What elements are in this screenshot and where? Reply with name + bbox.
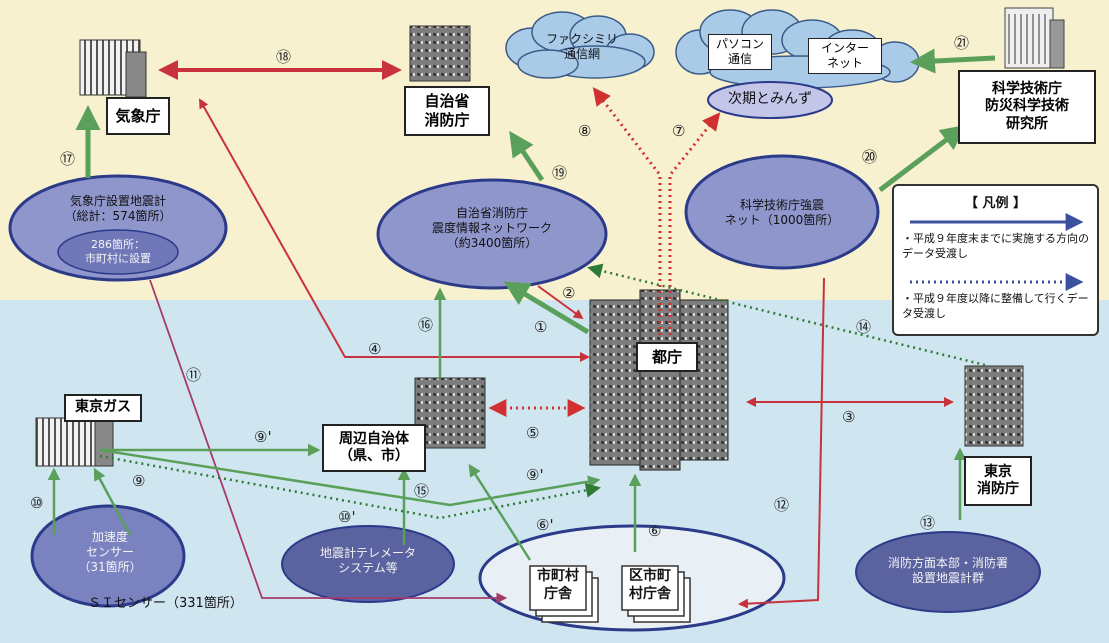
number-10-prime: ⑩' [338,508,356,526]
jiki-tomins-label: 次期とみんず [728,91,812,107]
kushichoson-label: 区市町 村庁舎 [629,568,671,602]
kishocho-box: 気象庁 [106,97,170,135]
building-icon [79,39,147,98]
cloud-icon [505,11,655,79]
accel-sensor-label: 加速度 センサー （31箇所） [78,530,142,574]
building-icon [35,417,114,467]
number-20: ⑳ [862,148,878,166]
number-9-prime-bottom: ⑨' [526,466,544,484]
number-1: ① [534,318,548,336]
kisho-sub-label: 286箇所： 市町村に設置 [85,238,151,265]
number-7: ⑦ [672,122,686,140]
building-icon [964,365,1024,447]
shichoson-label: 市町村 庁舎 [537,568,579,602]
shobo-sensors-label: 消防方面本部・消防署 設置地震計群 [887,556,1008,585]
number-14: ⑭ [856,318,872,336]
number-16: ⑯ [418,316,434,334]
number-11: ⑪ [186,366,202,384]
jichisho-box: 自治省 消防庁 [404,86,490,136]
legend-arrows [910,213,1084,291]
number-12: ⑫ [774,496,790,514]
internet-box: インター ネット [808,38,882,74]
tokyo-shobo-box: 東京 消防庁 [964,456,1032,506]
pasocon-box: パソコン 通信 [708,34,772,70]
skyscraper-icon [589,289,729,471]
number-19: ⑲ [552,164,568,182]
shuhen-box: 周辺自治体 （県、市） [322,424,426,472]
number-4: ④ [368,340,382,358]
legend-item-dotted: ・平成９年度以降に整備して行くデータ受渡し [902,292,1089,320]
document-stack-icon [529,565,691,623]
number-6: ⑥ [648,522,662,540]
kisho-seismometer-label: 気象庁設置地震計 （総計：574箇所） [64,194,172,223]
legend-item-solid: ・平成９年度末までに実施する方向のデータ受渡し [902,232,1089,260]
number-5: ⑤ [526,424,540,442]
number-15: ⑮ [414,482,430,500]
number-3: ③ [842,408,856,426]
telemeter-label: 地震計テレメータ システム等 [319,546,416,575]
si-sensor-label: ＳＩセンサー（331箇所） [88,596,243,611]
legend-title: 【 凡例 】 [964,196,1027,211]
number-10: ⑩ [30,494,44,512]
bousai-box: 科学技術庁 防災科学技術 研究所 [958,70,1096,144]
number-9: ⑨ [132,472,146,490]
tokyo-gas-box: 東京ガス [64,394,142,422]
fax-network-label: ファクシミリ 通信網 [545,32,618,61]
number-13: ⑬ [920,514,936,532]
jichi-network-label: 自治省消防庁 震度情報ネットワーク （約3400箇所） [431,206,552,250]
number-9-prime-top: ⑨' [254,428,272,446]
number-18: ⑱ [276,48,292,66]
building-icon [409,25,471,82]
number-6-prime: ⑥' [536,516,554,534]
building-icon [1004,7,1065,69]
building-icon [414,377,486,449]
tocho-box: 都庁 [636,342,698,372]
kagaku-net-label: 科学技術庁強震 ネット（1000箇所） [724,198,840,227]
number-2: ② [562,284,576,302]
number-17: ⑰ [60,150,76,168]
number-21: ㉑ [954,34,970,52]
number-8: ⑧ [578,122,592,140]
legend: 【 凡例 】 ・平成９年度末までに実施する方向のデータ受渡し ・平成９年度以降に… [892,184,1099,336]
